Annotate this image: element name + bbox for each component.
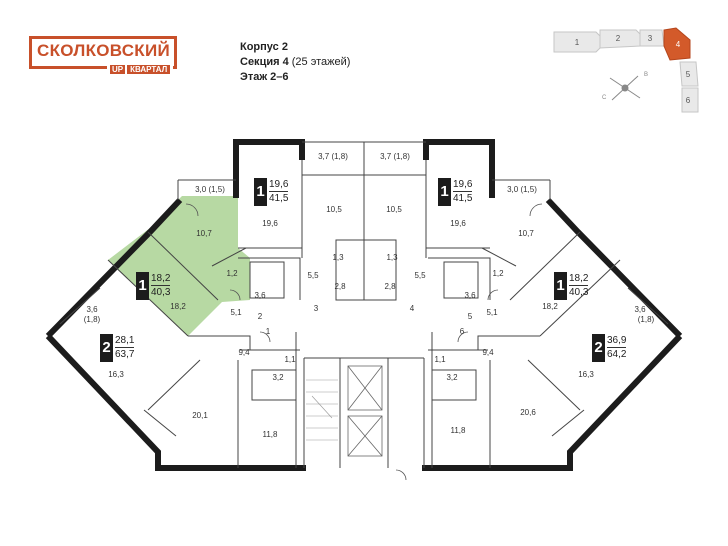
- room-label: 10,5: [326, 205, 342, 214]
- room-label: 3,2: [446, 373, 458, 382]
- logo-frame: [29, 36, 177, 69]
- room-label: 11,8: [451, 426, 467, 435]
- room-label: 11,8: [263, 430, 279, 439]
- doors: [185, 203, 543, 481]
- svg-text:4: 4: [676, 40, 681, 49]
- room-label: 16,3: [108, 370, 124, 379]
- brand-name: СКОЛКОВСКИЙ: [37, 41, 170, 60]
- room-label: 20,6: [520, 408, 536, 417]
- room-label: 3,6: [86, 305, 98, 314]
- room-label: 1,2: [226, 269, 238, 278]
- room-label: 1,2: [492, 269, 504, 278]
- korpus-label: Корпус 2: [240, 41, 288, 53]
- section-mini-map: 1 2 3 4 5 6 С В: [553, 27, 699, 113]
- room-label: 1,3: [386, 253, 398, 262]
- svg-text:5: 5: [686, 70, 691, 79]
- room-label: 4: [410, 304, 415, 313]
- room-label: 3,6: [634, 305, 646, 314]
- room-label: 18,2: [542, 302, 558, 311]
- room-label: 5,5: [307, 271, 319, 280]
- room-label: 19,6: [262, 219, 278, 228]
- room-count: 1: [254, 178, 267, 206]
- room-label: 3,7 (1,8): [380, 152, 410, 161]
- svg-text:3: 3: [648, 34, 653, 43]
- mini-section-4[interactable]: 4: [663, 27, 691, 61]
- room-label: 3,0 (1,5): [507, 185, 537, 194]
- svg-text:6: 6: [686, 96, 691, 105]
- room-count: 2: [592, 334, 605, 362]
- room-label: 10,5: [386, 205, 402, 214]
- room-area-labels: 3,7 (1,8) 3,7 (1,8) 3,0 (1,5) 3,0 (1,5) …: [84, 152, 655, 439]
- room-count: 1: [554, 272, 567, 300]
- room-label: 3,0 (1,5): [195, 185, 225, 194]
- room-label: 1,1: [434, 355, 446, 364]
- room-label: 1,1: [284, 355, 296, 364]
- floors-label: Этаж 2–6: [240, 71, 289, 83]
- inner-walls: [59, 141, 669, 468]
- mini-section-5[interactable]: 5: [679, 61, 699, 87]
- outer-walls: [45, 139, 683, 471]
- mini-section-6[interactable]: 6: [681, 87, 699, 113]
- room-label: 19,6: [450, 219, 466, 228]
- room-label: 16,3: [578, 370, 594, 379]
- room-label: (1,8): [84, 315, 101, 324]
- svg-text:В: В: [644, 72, 648, 78]
- room-label: 2: [258, 312, 263, 321]
- room-label: 3,2: [272, 373, 284, 382]
- room-label: 1,3: [332, 253, 344, 262]
- logo-kvartal: КВАРТАЛ: [127, 65, 171, 74]
- room-label: 2,8: [334, 282, 346, 291]
- room-label: 5,1: [486, 308, 498, 317]
- section-label: Секция 4 (25 этажей): [240, 56, 351, 68]
- room-label: 18,2: [170, 302, 186, 311]
- svg-text:2: 2: [616, 34, 621, 43]
- logo-up: UP: [110, 65, 126, 74]
- room-label: 20,1: [192, 411, 208, 420]
- room-label: 5,1: [230, 308, 242, 317]
- compass-icon: С В: [602, 72, 648, 101]
- svg-text:С: С: [602, 95, 607, 101]
- room-label: 10,7: [518, 229, 534, 238]
- room-count: 1: [438, 178, 451, 206]
- apartment-highlight[interactable]: [108, 196, 250, 336]
- elevators: [347, 365, 383, 457]
- room-label: 6: [460, 327, 465, 336]
- room-label: 3,7 (1,8): [318, 152, 348, 161]
- svg-text:1: 1: [575, 38, 580, 47]
- section-info: Корпус 2 Секция 4 (25 этажей) Этаж 2–6: [240, 40, 350, 85]
- room-label: (1,8): [638, 315, 655, 324]
- room-label: 2,8: [384, 282, 396, 291]
- room-label: 3,6: [464, 291, 476, 300]
- stairwell: [306, 379, 338, 441]
- room-label: 3: [314, 304, 319, 313]
- room-label: 10,7: [196, 229, 212, 238]
- room-label: 5: [468, 312, 473, 321]
- room-label: 9,4: [482, 348, 494, 357]
- room-label: 3,6: [254, 291, 266, 300]
- room-label: 1: [266, 327, 271, 336]
- room-count: 1: [136, 272, 149, 300]
- room-count: 2: [100, 334, 113, 362]
- room-label: 5,5: [414, 271, 426, 280]
- room-label: 9,4: [238, 348, 250, 357]
